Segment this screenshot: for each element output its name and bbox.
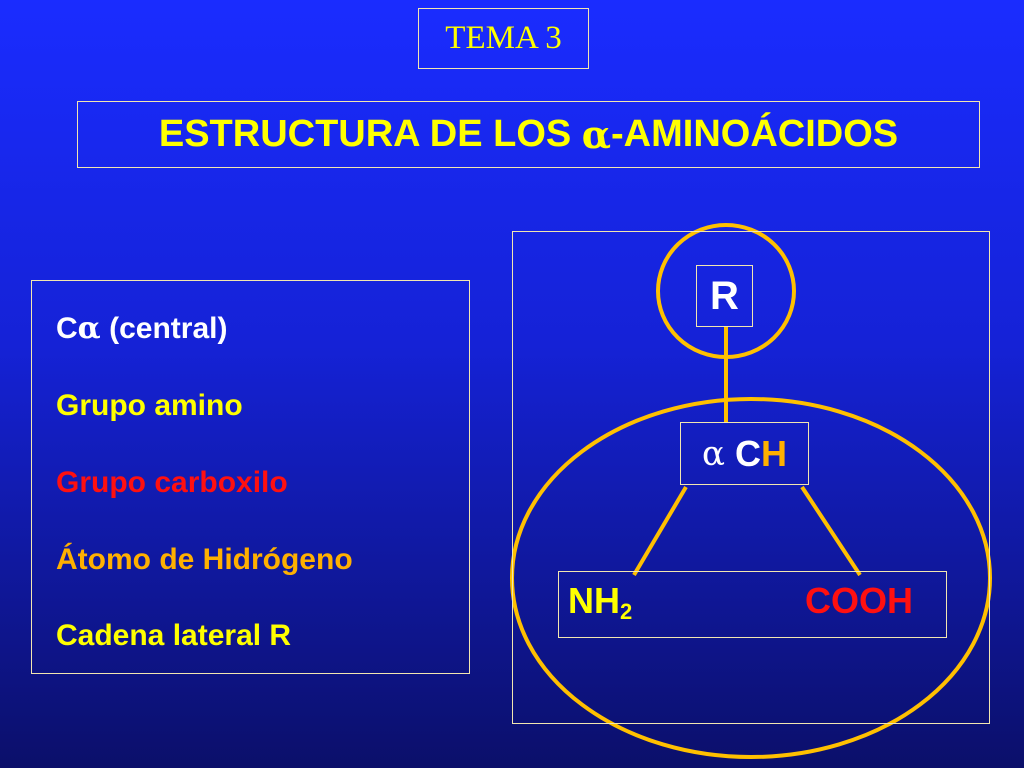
title-prefix: ESTRUCTURA DE LOS bbox=[158, 113, 582, 155]
legend-item-main: Cadena lateral R bbox=[56, 619, 292, 652]
title-suffix: -AMINOÁCIDOS bbox=[611, 113, 899, 155]
legend-item-side-chain: Cadena lateral R bbox=[56, 619, 291, 653]
amino-label: NH bbox=[568, 580, 620, 621]
legend-item-main: Grupo carboxilo bbox=[56, 466, 288, 499]
page-title: ESTRUCTURA DE LOS α -AMINOÁCIDOS bbox=[77, 101, 980, 168]
carbon-label: C bbox=[734, 432, 761, 474]
legend-item-amino-group: Grupo amino bbox=[56, 389, 243, 423]
legend-item-symbol: α bbox=[77, 311, 101, 346]
legend-item-main: Grupo amino bbox=[56, 389, 243, 422]
amino-subscript: 2 bbox=[620, 599, 633, 624]
legend-item-central-carbon: Cα (central) bbox=[56, 311, 227, 346]
legend-item-main: C bbox=[56, 312, 78, 345]
functional-groups-box bbox=[558, 571, 947, 638]
side-chain-r-label: R bbox=[710, 273, 739, 318]
topic-label: TEMA 3 bbox=[445, 20, 562, 56]
legend-box: Cα (central) Grupo amino Grupo carboxilo… bbox=[31, 280, 470, 674]
legend-item-hydrogen-atom: Átomo de Hidrógeno bbox=[56, 543, 353, 577]
side-chain-r-box: R bbox=[696, 265, 753, 327]
legend-item-main: Átomo de Hidrógeno bbox=[56, 543, 353, 576]
diagram-frame bbox=[512, 231, 990, 724]
topic-box: TEMA 3 bbox=[418, 8, 589, 69]
carboxyl-group-label: COOH bbox=[805, 580, 913, 622]
title-alpha-symbol: α bbox=[581, 112, 612, 157]
legend-item-carboxyl-group: Grupo carboxilo bbox=[56, 466, 288, 500]
amino-group-label: NH2 bbox=[568, 580, 632, 625]
legend-item-rest: (central) bbox=[100, 312, 228, 345]
hydrogen-label: H bbox=[760, 432, 787, 474]
alpha-symbol: α bbox=[702, 433, 725, 474]
carboxyl-label: COOH bbox=[805, 580, 913, 621]
